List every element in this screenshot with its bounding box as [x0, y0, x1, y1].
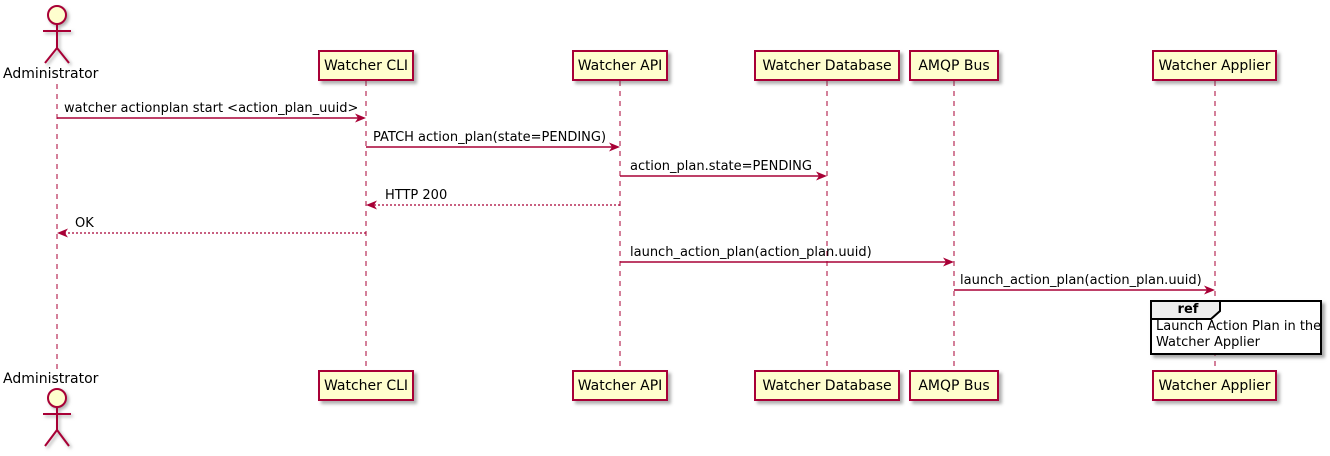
actor-figure-top	[43, 5, 71, 64]
actor-label-top: Administrator	[3, 66, 99, 82]
participant-watcher-applier-top: Watcher Applier	[1152, 50, 1277, 81]
participant-watcher-cli-top: Watcher CLI	[318, 50, 414, 81]
message-7-arrowhead	[1204, 285, 1215, 295]
participant-watcher-api-top: Watcher API	[572, 50, 668, 81]
message-5-label: OK	[75, 216, 94, 231]
ref-text-line1: Launch Action Plan in the	[1156, 319, 1322, 334]
participant-amqp-bus-bottom: AMQP Bus	[909, 370, 999, 401]
message-4-label: HTTP 200	[385, 188, 448, 203]
ref-fragment: ref Launch Action Plan in the Watcher Ap…	[1150, 300, 1322, 355]
participant-watcher-database-top: Watcher Database	[754, 50, 900, 81]
message-1-label: watcher actionplan start <action_plan_uu…	[64, 101, 359, 116]
message-1-arrowhead	[355, 113, 366, 123]
participant-watcher-database-bottom: Watcher Database	[754, 370, 900, 401]
ref-tab-shape	[1150, 300, 1221, 320]
message-3-label: action_plan.state=PENDING	[630, 159, 812, 174]
ref-text-line2: Watcher Applier	[1156, 335, 1260, 350]
message-7-label: launch_action_plan(action_plan.uuid)	[960, 273, 1202, 288]
participant-watcher-cli-bottom: Watcher CLI	[318, 370, 414, 401]
message-6-arrowhead	[943, 257, 954, 267]
ref-keyword: ref	[1177, 302, 1199, 317]
message-3-arrowhead	[816, 171, 827, 181]
participant-amqp-bus-top: AMQP Bus	[909, 50, 999, 81]
message-5-arrowhead	[57, 228, 68, 238]
message-2-arrowhead	[609, 142, 620, 152]
actor-figure-bottom	[43, 388, 71, 447]
participant-watcher-applier-bottom: Watcher Applier	[1152, 370, 1277, 401]
message-4-arrowhead	[366, 200, 377, 210]
message-6-label: launch_action_plan(action_plan.uuid)	[630, 245, 872, 260]
participant-watcher-api-bottom: Watcher API	[572, 370, 668, 401]
actor-label-bottom: Administrator	[3, 371, 99, 387]
message-2-label: PATCH action_plan(state=PENDING)	[373, 130, 607, 145]
